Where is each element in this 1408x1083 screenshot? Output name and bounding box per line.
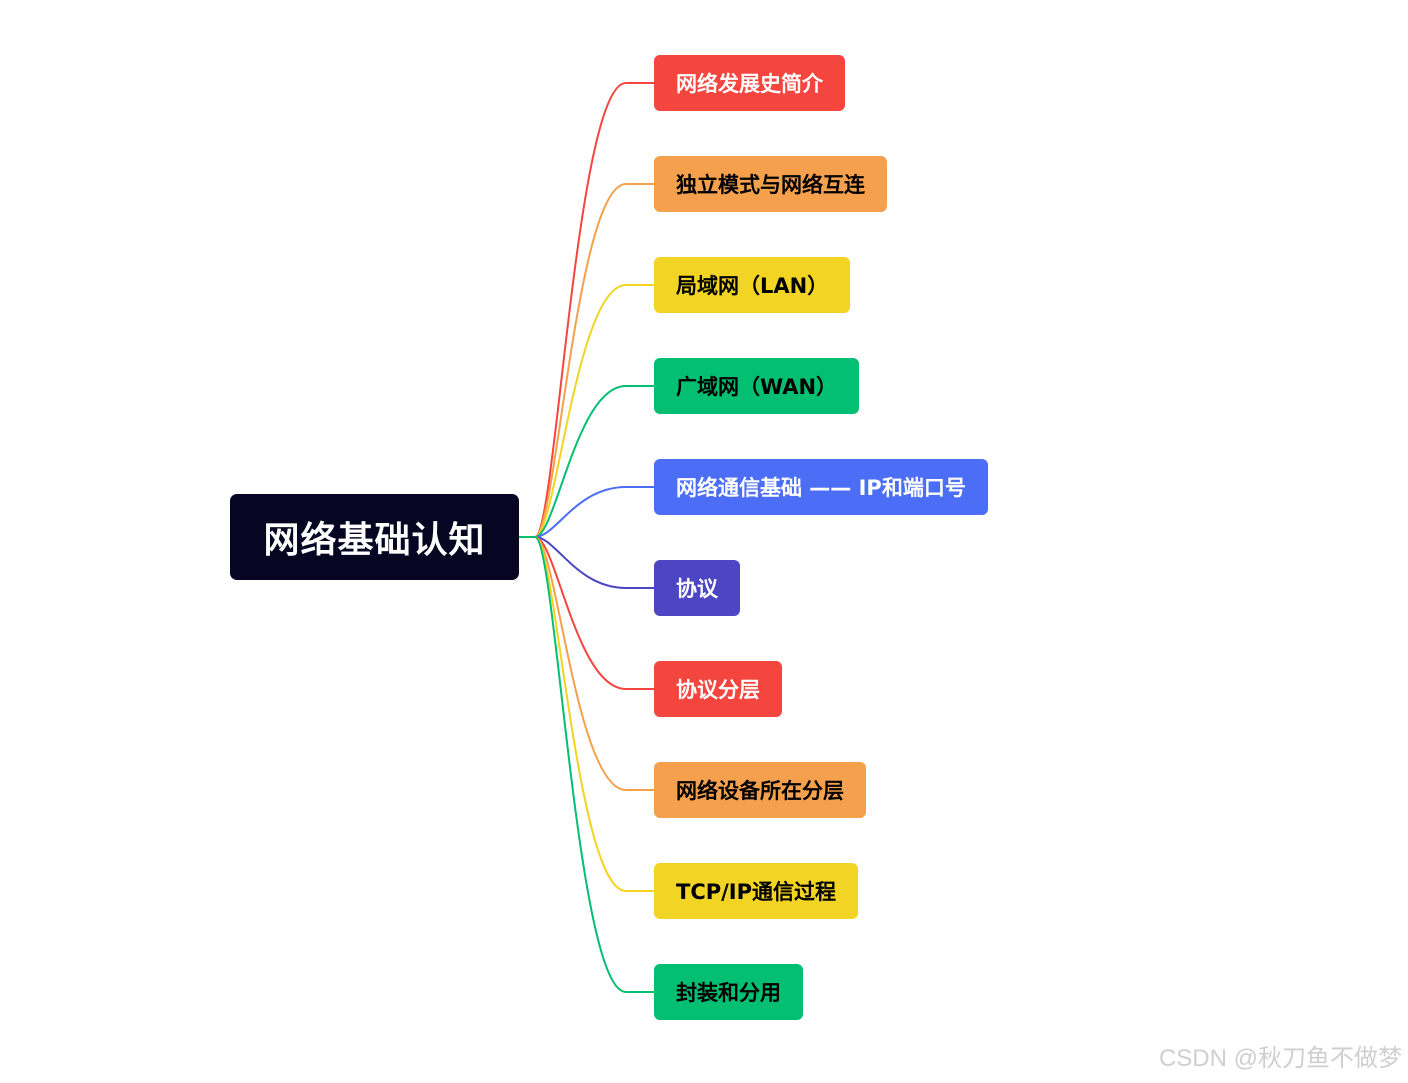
branch-node-label: 网络设备所在分层 — [676, 779, 844, 803]
branch-node-label: TCP/IP通信过程 — [676, 880, 837, 904]
connector-line — [519, 536, 654, 690]
branch-node[interactable]: 封装和分用 — [654, 964, 803, 1020]
watermark: CSDN @秋刀鱼不做梦 — [1158, 1045, 1402, 1072]
connector-line — [519, 536, 654, 892]
connector-line — [519, 536, 654, 993]
branch-node[interactable]: TCP/IP通信过程 — [654, 863, 859, 919]
root-node-label: 网络基础认知 — [263, 520, 486, 561]
branch-node[interactable]: 网络设备所在分层 — [654, 762, 866, 818]
branch-node[interactable]: 网络通信基础 —— IP和端口号 — [654, 459, 988, 515]
branch-node-label: 独立模式与网络互连 — [676, 173, 865, 197]
branch-node[interactable]: 网络发展史简介 — [654, 55, 845, 111]
branch-node-label: 局域网（LAN） — [676, 274, 829, 298]
branch-node-label: 广域网（WAN） — [676, 375, 838, 399]
branch-node-label: 协议 — [676, 577, 718, 601]
branch-node[interactable]: 局域网（LAN） — [654, 257, 851, 313]
branch-node-label: 协议分层 — [676, 678, 760, 702]
connector-line — [519, 385, 654, 538]
branch-node[interactable]: 协议 — [654, 560, 740, 616]
root-node[interactable]: 网络基础认知 — [230, 494, 519, 580]
branch-node[interactable]: 广域网（WAN） — [654, 358, 860, 414]
connector-line — [519, 82, 654, 538]
branch-node-label: 封装和分用 — [676, 981, 781, 1005]
connector-line — [519, 536, 654, 791]
connector-line — [519, 486, 654, 538]
connector-line — [519, 284, 654, 538]
branch-node-label: 网络发展史简介 — [676, 72, 823, 96]
connector-line — [519, 183, 654, 538]
branch-node[interactable]: 独立模式与网络互连 — [654, 156, 887, 212]
branch-node-label: 网络通信基础 —— IP和端口号 — [676, 476, 966, 500]
branch-node[interactable]: 协议分层 — [654, 661, 782, 717]
